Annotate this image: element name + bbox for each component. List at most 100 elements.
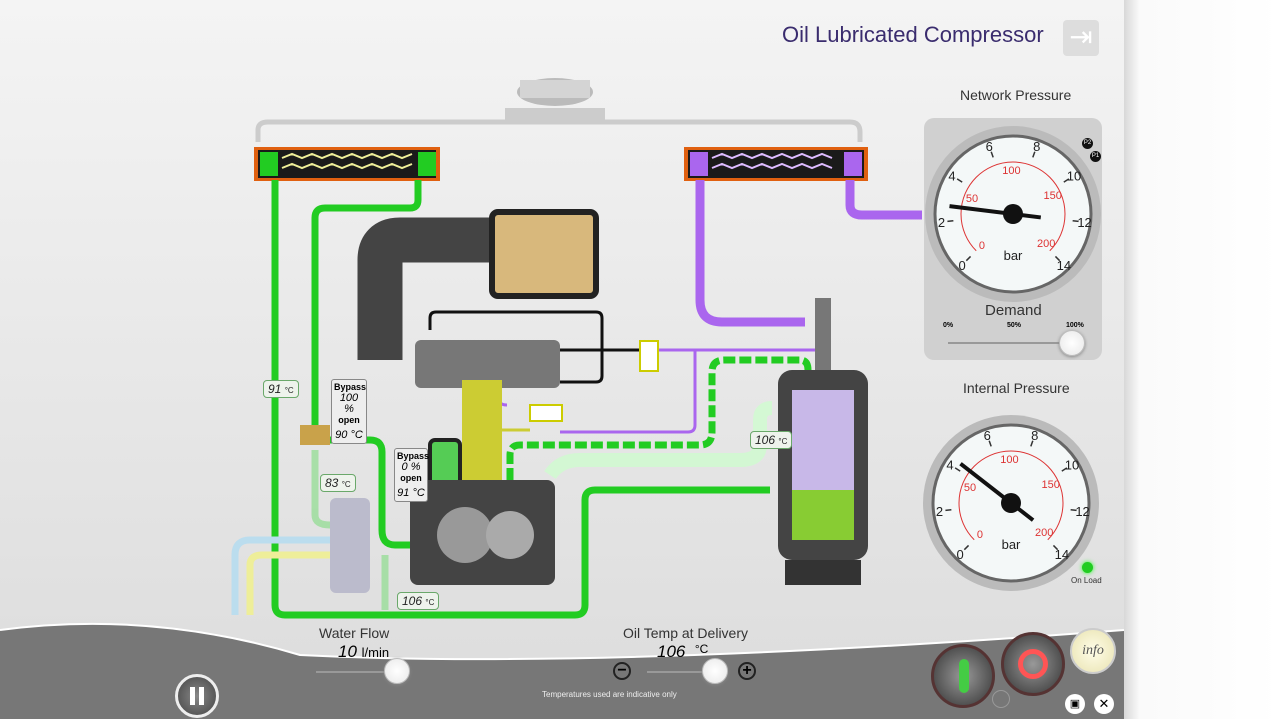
- water-flow-slider-track[interactable]: [316, 671, 406, 673]
- gauge-tick: [945, 508, 952, 512]
- water-pipes: [231, 536, 340, 615]
- thermal-valve: [300, 425, 330, 445]
- oil-temp-label: Oil Temp at Delivery: [623, 625, 749, 641]
- pause-icon: [190, 687, 204, 705]
- info-button[interactable]: info: [1070, 628, 1116, 674]
- set-marker-p1[interactable]: P1: [1090, 151, 1101, 162]
- timer-icon[interactable]: [992, 690, 1010, 708]
- water-flow-label: Water Flow: [319, 625, 390, 641]
- gauge-tick-label: 0: [958, 258, 965, 273]
- solenoid-valve: [529, 340, 659, 422]
- gauge-tick-label: 4: [946, 458, 953, 473]
- gauge-psi-label: 150: [1042, 479, 1060, 491]
- temp-tag-106-tank: 106 °C: [750, 431, 793, 449]
- gauge-psi-label: 100: [1000, 454, 1018, 466]
- oil-temp-increase-button[interactable]: +: [738, 662, 756, 680]
- air-end: [410, 480, 555, 585]
- temp-tag-83: 83 °C: [320, 474, 356, 492]
- gauge-psi-label: 0: [979, 240, 985, 252]
- gauge-tick: [963, 544, 970, 551]
- start-button[interactable]: [931, 644, 995, 708]
- gauge-tick-label: 2: [936, 504, 943, 519]
- demand-slider-track[interactable]: [948, 342, 1072, 344]
- air-filter: [489, 209, 599, 299]
- gauge-psi-arc: [960, 161, 1066, 252]
- stop-button[interactable]: [1001, 632, 1065, 696]
- oil-temp-decrease-button[interactable]: −: [613, 662, 631, 680]
- gauge-tick: [1032, 151, 1036, 158]
- cooling-fan: [505, 78, 605, 124]
- gauge-tick: [1061, 467, 1068, 472]
- temp-tag-106-oil: 106 °C: [397, 592, 440, 610]
- gauge-tick-label: 0: [956, 547, 963, 562]
- gauge-tick: [956, 178, 963, 183]
- water-flow-value: 10: [338, 642, 357, 661]
- oil-temp-value: 106: [657, 642, 686, 661]
- right-margin: [1124, 0, 1280, 719]
- water-flow-readout: 10 l/min: [338, 642, 389, 662]
- demand-slider-handle[interactable]: [1059, 330, 1085, 356]
- gauge-tick: [990, 151, 994, 158]
- gauge-tick-label: 14: [1055, 547, 1069, 562]
- page-title: Oil Lubricated Compressor: [782, 22, 1044, 47]
- water-flow-unit: l/min: [361, 645, 390, 660]
- gauge-tick: [1072, 219, 1079, 223]
- gauge-tick: [1063, 178, 1070, 183]
- separator-column: [462, 380, 502, 480]
- start-icon: [959, 659, 969, 693]
- gauge-psi-label: 0: [977, 529, 983, 541]
- collapse-icon: ⇥: [1069, 21, 1093, 52]
- demand-tick-100: 100%: [1066, 322, 1084, 329]
- water-flow-slider-handle[interactable]: [384, 658, 410, 684]
- gauge-tick-label: 8: [1031, 428, 1038, 443]
- oil-temp-readout: 106 °C: [657, 642, 708, 662]
- air-aftercooler: [684, 147, 868, 181]
- compressor-diagram: [231, 78, 922, 619]
- gauge-tick-label: 10: [1067, 169, 1081, 184]
- gauge-needle: [959, 462, 1035, 522]
- oil-temp-unit: °C: [694, 642, 709, 656]
- oil-pipes: [271, 180, 812, 619]
- gauge-unit: bar: [1004, 248, 1023, 263]
- gauge-tick: [954, 467, 961, 472]
- gauge-tick: [1030, 440, 1034, 447]
- gauge-tick-label: 6: [986, 139, 993, 154]
- gauge-tick: [1054, 255, 1061, 262]
- gauge-hub: [1003, 204, 1023, 224]
- gauge-tick-label: 14: [1057, 258, 1071, 273]
- gauge-needle: [949, 204, 1042, 220]
- gauge-unit: bar: [1002, 537, 1021, 552]
- demand-tick-50: 50%: [1007, 322, 1022, 329]
- gauge-psi-label: 100: [1002, 165, 1020, 177]
- oil-return-pipe: [544, 401, 773, 480]
- gauge-hub: [1001, 493, 1021, 513]
- set-marker-p2[interactable]: P2: [1082, 138, 1093, 149]
- gauge-tick: [1052, 544, 1059, 551]
- oil-temp-slider-track[interactable]: [647, 671, 727, 673]
- on-load-light: [1082, 562, 1093, 573]
- light-oil-pipes: [311, 450, 389, 610]
- network-pressure-label: Network Pressure: [960, 87, 1072, 103]
- gauge-tick: [965, 255, 972, 262]
- receiver-tank: [778, 298, 868, 585]
- screen-button[interactable]: ▣: [1065, 694, 1085, 714]
- collapse-button[interactable]: ⇥: [1063, 20, 1099, 56]
- pause-button[interactable]: [175, 674, 219, 718]
- gauge-psi-label: 200: [1037, 238, 1055, 250]
- gauge-tick-label: 4: [948, 169, 955, 184]
- screen-icon: ▣: [1069, 698, 1081, 710]
- gauge-psi-label: 200: [1035, 527, 1053, 539]
- demand-tick-0: 0%: [943, 322, 954, 329]
- temperature-note: Temperatures used are indicative only: [542, 690, 677, 699]
- gauge-tick-label: 6: [984, 428, 991, 443]
- stop-icon: [1018, 649, 1048, 679]
- intake-duct: [357, 217, 500, 360]
- gauge-tick: [1070, 508, 1077, 512]
- oil-cooler: [254, 147, 440, 181]
- close-button[interactable]: ✕: [1094, 694, 1114, 714]
- oil-temp-slider-handle[interactable]: [702, 658, 728, 684]
- on-load-label: On Load: [1071, 576, 1102, 585]
